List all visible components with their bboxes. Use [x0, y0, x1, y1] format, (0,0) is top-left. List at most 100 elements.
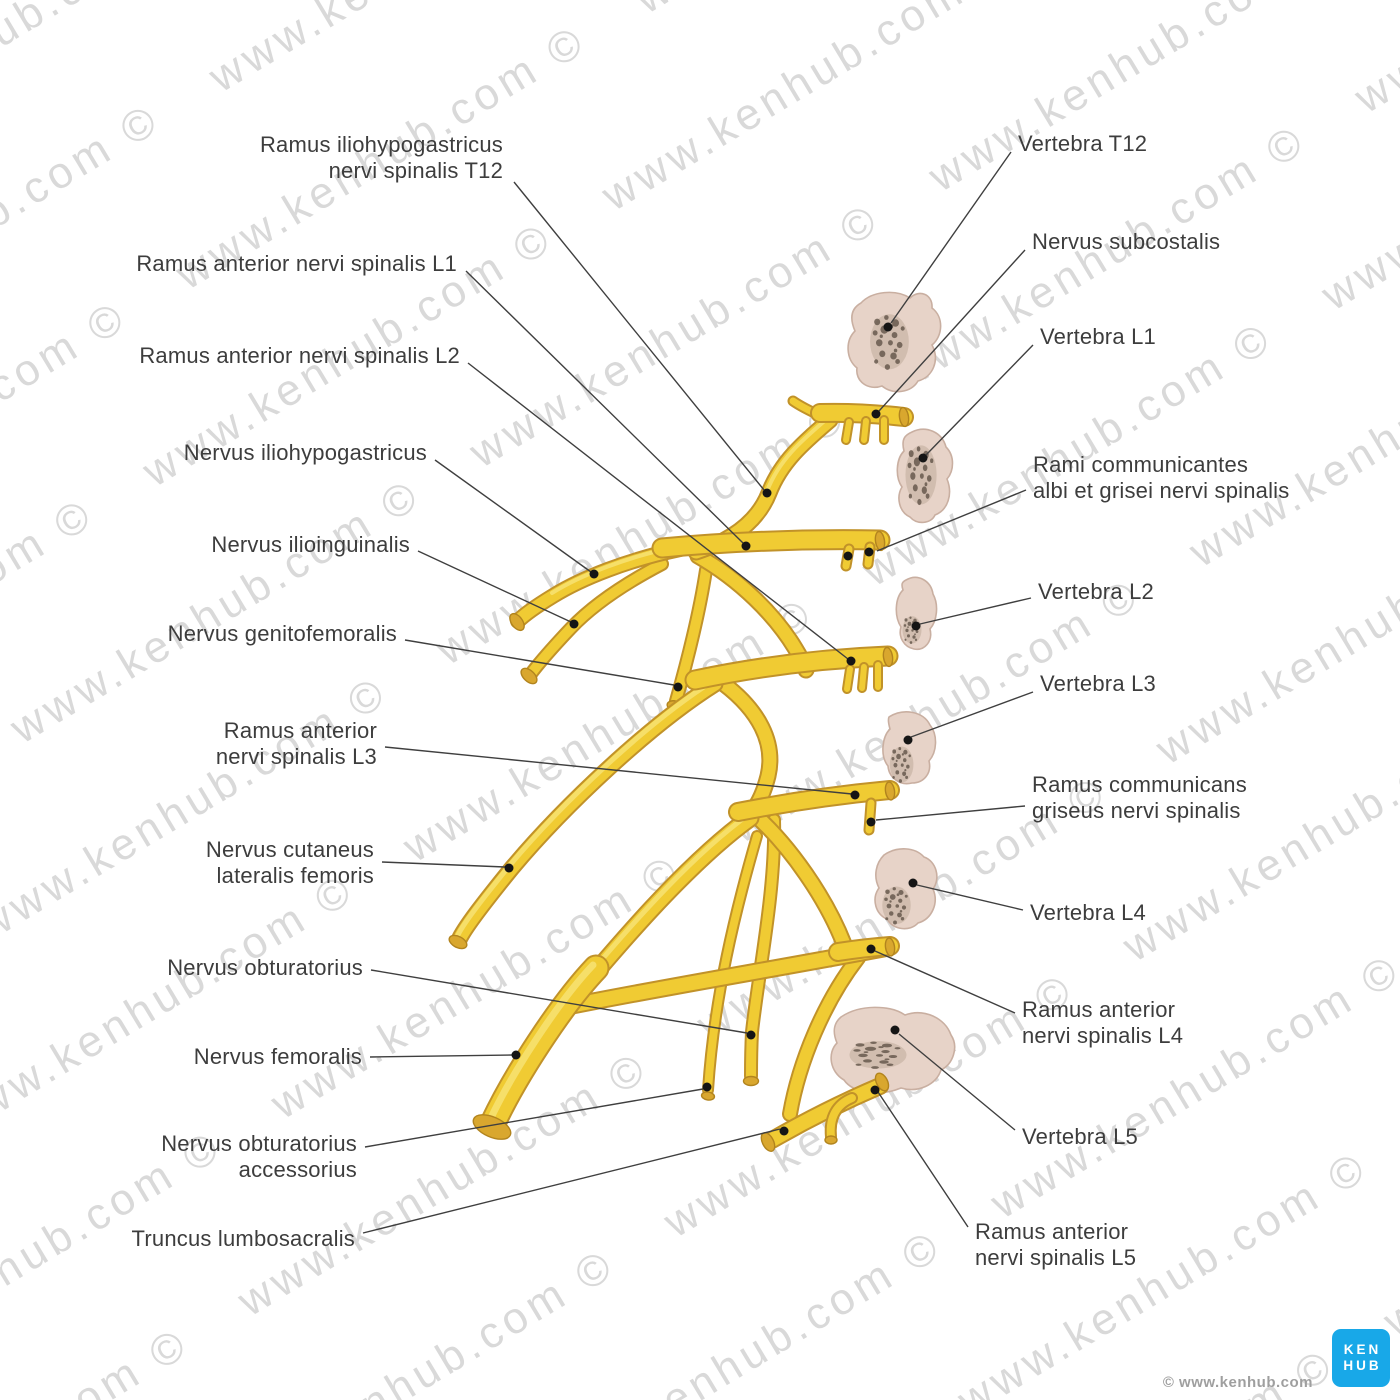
dot-vertebra-l5: [890, 1025, 900, 1035]
label-vertebra-l5: Vertebra L5: [1022, 1124, 1138, 1150]
label-line: Vertebra T12: [1018, 131, 1148, 156]
dot-nervus-femoralis: [511, 1050, 521, 1060]
leader-line-nervus-ilioinguinalis: [417, 550, 572, 623]
label-line: accessorius: [238, 1157, 357, 1182]
label-line: nervi spinalis L3: [215, 744, 377, 769]
dot-nervus-genitofemoralis: [673, 682, 683, 692]
label-truncus-lumbosacralis: Truncus lumbosacralis: [132, 1226, 355, 1252]
leader-line-nervus-subcostalis: [878, 249, 1026, 412]
leader-line-nervus-obturatorius-accessorius: [364, 1088, 704, 1148]
vertebra-l3-shape: [882, 711, 937, 785]
vertebra-l2-shape: [895, 576, 938, 651]
label-line: Nervus iliohypogastricus: [183, 440, 427, 465]
vertebra-l4-shape: [874, 848, 938, 930]
label-nervus-subcostalis: Nervus subcostalis: [1032, 229, 1220, 255]
label-vertebra-l3: Vertebra L3: [1040, 671, 1156, 697]
leader-line-ramus-iliohypogastricus-t12: [513, 181, 765, 491]
label-nervus-obturatorius: Nervus obturatorius: [167, 955, 363, 981]
label-line: Vertebra L3: [1040, 671, 1156, 696]
label-line: nervi spinalis L4: [1022, 1023, 1184, 1048]
label-nervus-iliohypogastricus: Nervus iliohypogastricus: [184, 440, 427, 466]
kenhub-logo: KEN HUB: [1332, 1329, 1390, 1387]
dot-ramus-anterior-nervi-spinalis-l3: [850, 790, 860, 800]
label-line: griseus nervi spinalis: [1032, 798, 1241, 823]
leader-line-truncus-lumbosacralis: [362, 1128, 781, 1234]
nervus-obturatorius-accessorius-graphic: [700, 830, 763, 1101]
leader-line-ramus-communicans-griseus: [875, 805, 1026, 821]
leader-line-nervus-iliohypogastricus: [434, 459, 592, 573]
vertebra-l1-shape: [896, 428, 954, 524]
label-line: Ramus anterior nervi spinalis L2: [139, 343, 460, 368]
leader-line-nervus-obturatorius: [370, 969, 748, 1034]
leader-line-ramus-anterior-nervi-spinalis-l5: [877, 1091, 969, 1228]
dot-rami-communicantes-albi-et-grisei: [864, 547, 874, 557]
dot-nervus-ilioinguinalis: [569, 619, 579, 629]
trunk-t12-graphic: [787, 395, 914, 445]
dot-ramus-anterior-nervi-spinalis-l5: [870, 1085, 880, 1095]
label-line: Ramus communicans: [1032, 772, 1247, 797]
nervus-cutaneus-lateralis-femoris-graphic: [448, 675, 724, 950]
trunk-l4-graphic: [828, 936, 900, 962]
leader-line-ramus-anterior-nervi-spinalis-l1: [465, 270, 744, 544]
dot-truncus-lumbosacralis: [779, 1126, 789, 1136]
label-nervus-femoralis: Nervus femoralis: [194, 1044, 362, 1070]
leader-layer: [362, 151, 1034, 1234]
dot-vertebra-l4: [908, 878, 918, 888]
label-vertebra-l2: Vertebra L2: [1038, 579, 1154, 605]
leader-line-vertebra-t12: [890, 151, 1012, 324]
dot-nervus-iliohypogastricus: [589, 569, 599, 579]
label-line: Ramus anterior nervi spinalis L1: [136, 251, 457, 276]
dot-vertebra-l3: [903, 735, 913, 745]
label-line: albi et grisei nervi spinalis: [1033, 478, 1290, 503]
kenhub-logo-line2: HUB: [1343, 1358, 1382, 1373]
leader-line-ramus-anterior-nervi-spinalis-l3: [384, 746, 853, 795]
leader-line-nervus-cutaneus-lateralis-femoris: [381, 861, 506, 868]
label-vertebra-l1: Vertebra L1: [1040, 324, 1156, 350]
label-line: Nervus femoralis: [193, 1044, 362, 1069]
label-line: Nervus ilioinguinalis: [211, 532, 410, 557]
leader-line-vertebra-l2: [919, 597, 1032, 625]
nervus-femoralis-graphic: [472, 954, 610, 1140]
label-line: Ramus iliohypogastricus: [259, 132, 503, 157]
dot-nervus-obturatorius-accessorius: [702, 1082, 712, 1092]
label-vertebra-l4: Vertebra L4: [1030, 900, 1146, 926]
copyright-text: © www.kenhub.com: [1162, 1374, 1313, 1391]
ramus-l4-to-truncus-graphic: [782, 950, 866, 1122]
label-line: Vertebra L4: [1030, 900, 1146, 925]
label-line: Nervus obturatorius: [167, 955, 363, 980]
label-line: Nervus obturatorius: [161, 1131, 357, 1156]
leader-line-nervus-genitofemoralis: [404, 639, 675, 686]
label-line: Ramus anterior: [223, 718, 377, 743]
dot-ramus-iliohypogastricus-t12: [762, 488, 772, 498]
label-line: Ramus anterior: [1022, 997, 1176, 1022]
leader-line-vertebra-l3: [910, 691, 1034, 738]
dot-vertebra-l2: [911, 621, 921, 631]
label-line: lateralis femoris: [216, 863, 374, 888]
dot-ramus-anterior-nervi-spinalis-l1: [741, 541, 751, 551]
plexus-loop-l2-l3-graphic: [715, 675, 779, 821]
truncus-branch-graphic: [824, 1092, 858, 1145]
dot-ramus-anterior-nervi-spinalis-l2: [846, 656, 856, 666]
leader-line-ramus-anterior-nervi-spinalis-l2: [467, 362, 849, 660]
label-line: Nervus genitofemoralis: [167, 621, 397, 646]
leader-line-vertebra-l4: [916, 884, 1024, 911]
leader-line-vertebra-l1: [925, 344, 1034, 456]
vertebra-l5-shape: [830, 1006, 956, 1094]
dot-ramus-communicans-griseus: [866, 817, 876, 827]
label-line: Nervus subcostalis: [1032, 229, 1221, 254]
leader-line-ramus-anterior-nervi-spinalis-l4: [874, 950, 1016, 1014]
label-vertebra-t12: Vertebra T12: [1018, 131, 1147, 157]
label-line: Vertebra L1: [1040, 324, 1156, 349]
dot-ramus-anterior-nervi-spinalis-l4: [866, 944, 876, 954]
label-line: nervi spinalis T12: [328, 158, 503, 183]
plexus-loop-l3-l4-graphic: [745, 805, 853, 953]
leader-line-rami-communicantes-albi-et-grisei: [876, 489, 1027, 552]
